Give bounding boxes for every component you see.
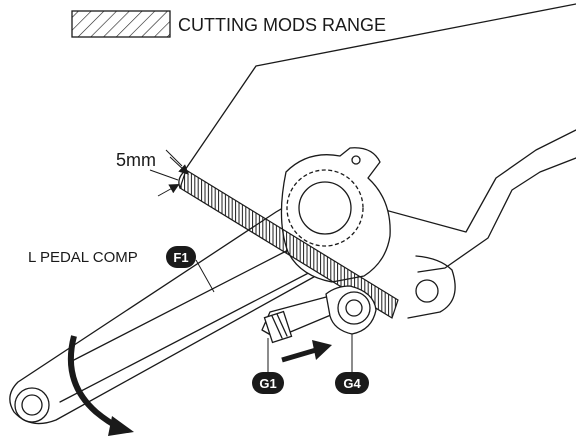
pedal-badge bbox=[166, 246, 196, 268]
rod-badge-text: G1 bbox=[259, 376, 276, 391]
rod-label-group: G1 bbox=[252, 372, 284, 394]
legend: CUTTING MODS RANGE bbox=[71, 10, 386, 38]
motion-arrows bbox=[67, 335, 332, 436]
dimension-label: 5mm bbox=[116, 150, 156, 170]
rod-badge bbox=[252, 372, 284, 394]
boss-small-notch bbox=[351, 155, 361, 165]
pedal-end-hole-outer bbox=[14, 387, 50, 423]
pedal-end-hole-inner bbox=[21, 394, 43, 416]
joint-label-group: G4 bbox=[335, 372, 369, 394]
rod-joint-inner bbox=[345, 299, 363, 317]
straight-arrow-icon bbox=[281, 347, 317, 363]
pedal-label: L PEDAL COMP bbox=[28, 249, 138, 266]
rod-joint-outer bbox=[337, 291, 371, 325]
pedal-label-group: L PEDAL COMP F1 bbox=[28, 246, 196, 268]
rod-assembly bbox=[261, 285, 377, 344]
leaders bbox=[195, 259, 353, 376]
hatch-swatch-icon bbox=[71, 10, 171, 38]
joint-badge-text: G4 bbox=[343, 376, 361, 391]
rod-nut bbox=[263, 310, 293, 344]
curved-arrow-head bbox=[108, 416, 134, 436]
legend-label: CUTTING MODS RANGE bbox=[178, 15, 386, 35]
spline-hole bbox=[298, 181, 352, 235]
frame-hole bbox=[415, 279, 439, 303]
frame-body bbox=[184, 3, 576, 319]
cutting-range-strip bbox=[179, 169, 399, 319]
pedal-badge-text: F1 bbox=[173, 250, 188, 265]
joint-badge bbox=[335, 372, 369, 394]
straight-arrow-head bbox=[312, 340, 332, 360]
dimension-5mm: 5mm bbox=[116, 149, 189, 197]
